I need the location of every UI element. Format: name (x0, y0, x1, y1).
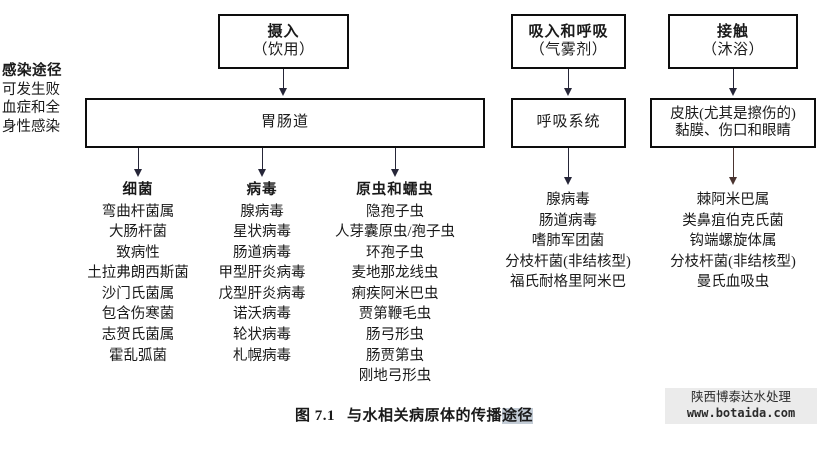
connector-respiratory-to-list (568, 148, 569, 179)
list-item: 刚地弓形虫 (358, 368, 432, 385)
list-item: 诺沃病毒 (233, 306, 291, 323)
arrowhead-inhalation-to-respiratory (564, 88, 572, 96)
list-item: 肠贾第虫 (366, 347, 424, 364)
list-item: 札幌病毒 (233, 347, 291, 364)
target-label-respiratory: 呼吸系统 (536, 114, 601, 131)
list-item: 肠道病毒 (233, 244, 291, 261)
connector-gi-to-bacteria (138, 148, 139, 171)
list-item: 霍乱弧菌 (109, 347, 167, 364)
list-item: 麦地那龙线虫 (351, 265, 439, 282)
pathogen-column-protozoa-helminths: 原虫和蠕虫 隐孢子虫 人芽囊原虫/孢子虫 环孢子虫 麦地那龙线虫 痢疾阿米巴虫 … (310, 180, 480, 387)
infection-route-label-line3: 身性感染 (2, 118, 60, 135)
list-item: 分枝杆菌(非结核型) (505, 253, 631, 270)
list-item: 腺病毒 (546, 192, 590, 208)
figure-caption-text: 与水相关病原体的传播 (346, 408, 502, 424)
arrowhead-ingestion-to-gi (279, 88, 287, 96)
pathogen-column-viruses: 病毒 腺病毒 星状病毒 肠道病毒 甲型肝炎病毒 戊型肝炎病毒 诺沃病毒 轮状病毒… (197, 180, 327, 366)
route-box-contact: 接触 （沐浴） (668, 14, 798, 69)
list-item: 轮状病毒 (233, 327, 291, 344)
pathogen-column-header-protozoa: 原虫和蠕虫 (356, 182, 434, 198)
connector-ingestion-to-gi (283, 69, 284, 90)
arrowhead-respiratory-to-list (564, 177, 572, 185)
connector-gi-to-protozoa (395, 148, 396, 171)
list-item: 腺病毒 (240, 203, 284, 220)
target-label-gi: 胃肠道 (260, 114, 309, 131)
target-label-skin-line2: 黏膜、伤口和眼睛 (675, 123, 791, 139)
arrowhead-skin-to-list (729, 177, 737, 185)
list-item: 类鼻疽伯克氏菌 (682, 212, 784, 229)
watermark: 陕西博泰达水处理 www.botaida.com (665, 388, 817, 424)
arrowhead-gi-to-bacteria (134, 169, 142, 177)
list-item: 大肠杆菌 (109, 224, 167, 241)
list-item: 致病性 (116, 244, 160, 261)
infection-route-label-line1: 可发生败 (2, 81, 60, 98)
pathogen-column-respiratory: 腺病毒 肠道病毒 嗜肺军团菌 分枝杆菌(非结核型) 福氏耐格里阿米巴 (484, 190, 652, 293)
arrowhead-gi-to-protozoa (391, 169, 399, 177)
list-item: 戊型肝炎病毒 (218, 285, 306, 302)
watermark-company: 陕西博泰达水处理 (690, 390, 791, 404)
connector-gi-to-viruses (262, 148, 263, 171)
figure-number: 图 7.1 (294, 408, 335, 424)
route-subtitle-ingestion: （饮用） (252, 41, 315, 58)
route-subtitle-inhalation: （气雾剂） (529, 41, 608, 58)
list-item: 钩端螺旋体属 (689, 233, 777, 250)
figure-caption-text-selected: 途径 (502, 408, 534, 424)
list-item: 嗜肺军团菌 (531, 233, 605, 250)
route-subtitle-contact: （沐浴） (701, 41, 764, 58)
arrowhead-contact-to-skin (729, 88, 737, 96)
list-item: 肠弓形虫 (366, 327, 424, 344)
target-label-skin-line1: 皮肤(尤其是擦伤的) (670, 105, 796, 122)
connector-contact-to-skin (733, 69, 734, 90)
list-item: 弯曲杆菌属 (101, 203, 175, 220)
list-item: 土拉弗朗西斯菌 (87, 265, 189, 282)
infection-route-label: 感染途径 可发生败 血症和全 身性感染 (2, 62, 86, 136)
route-title-inhalation: 吸入和呼吸 (528, 23, 609, 40)
list-item: 曼氏血吸虫 (696, 274, 770, 291)
arrowhead-gi-to-viruses (258, 169, 266, 177)
list-item: 福氏耐格里阿米巴 (510, 274, 626, 291)
list-item: 甲型肝炎病毒 (218, 265, 306, 282)
list-item: 棘阿米巴属 (696, 192, 770, 208)
route-title-ingestion: 摄入 (267, 23, 300, 40)
route-box-inhalation: 吸入和呼吸 （气雾剂） (511, 14, 626, 69)
route-box-ingestion: 摄入 （饮用） (218, 14, 349, 69)
connector-inhalation-to-respiratory (568, 69, 569, 90)
pathogen-column-header-bacteria: 细菌 (122, 182, 154, 198)
list-item: 人芽囊原虫/孢子虫 (334, 224, 456, 241)
list-item: 星状病毒 (233, 224, 291, 241)
pathogen-column-header-viruses: 病毒 (246, 182, 278, 198)
infection-route-label-header: 感染途径 (2, 63, 62, 79)
list-item: 痢疾阿米巴虫 (351, 285, 439, 302)
list-item: 分枝杆菌(非结核型) (670, 253, 796, 270)
list-item: 隐孢子虫 (366, 203, 424, 220)
target-box-gi: 胃肠道 (85, 98, 485, 148)
list-item: 环孢子虫 (366, 244, 424, 261)
target-box-respiratory: 呼吸系统 (511, 98, 626, 148)
pathogen-column-bacteria: 细菌 弯曲杆菌属 大肠杆菌 致病性 土拉弗朗西斯菌 沙门氏菌属 包含伤寒菌 志贺… (63, 180, 213, 366)
list-item: 志贺氏菌属 (101, 327, 175, 344)
route-title-contact: 接触 (716, 23, 749, 40)
infection-route-label-line2: 血症和全 (2, 100, 60, 117)
list-item: 沙门氏菌属 (101, 285, 175, 302)
connector-skin-to-list (733, 148, 734, 179)
figure-caption: 图 7.1 与水相关病原体的传播途径 (0, 404, 828, 425)
list-item: 包含伤寒菌 (101, 306, 175, 323)
pathogen-column-contact: 棘阿米巴属 类鼻疽伯克氏菌 钩端螺旋体属 分枝杆菌(非结核型) 曼氏血吸虫 (649, 190, 817, 293)
watermark-url: www.botaida.com (686, 405, 796, 420)
list-item: 贾第鞭毛虫 (358, 306, 432, 323)
list-item: 肠道病毒 (539, 212, 597, 229)
target-box-skin: 皮肤(尤其是擦伤的) 黏膜、伤口和眼睛 (650, 98, 816, 148)
